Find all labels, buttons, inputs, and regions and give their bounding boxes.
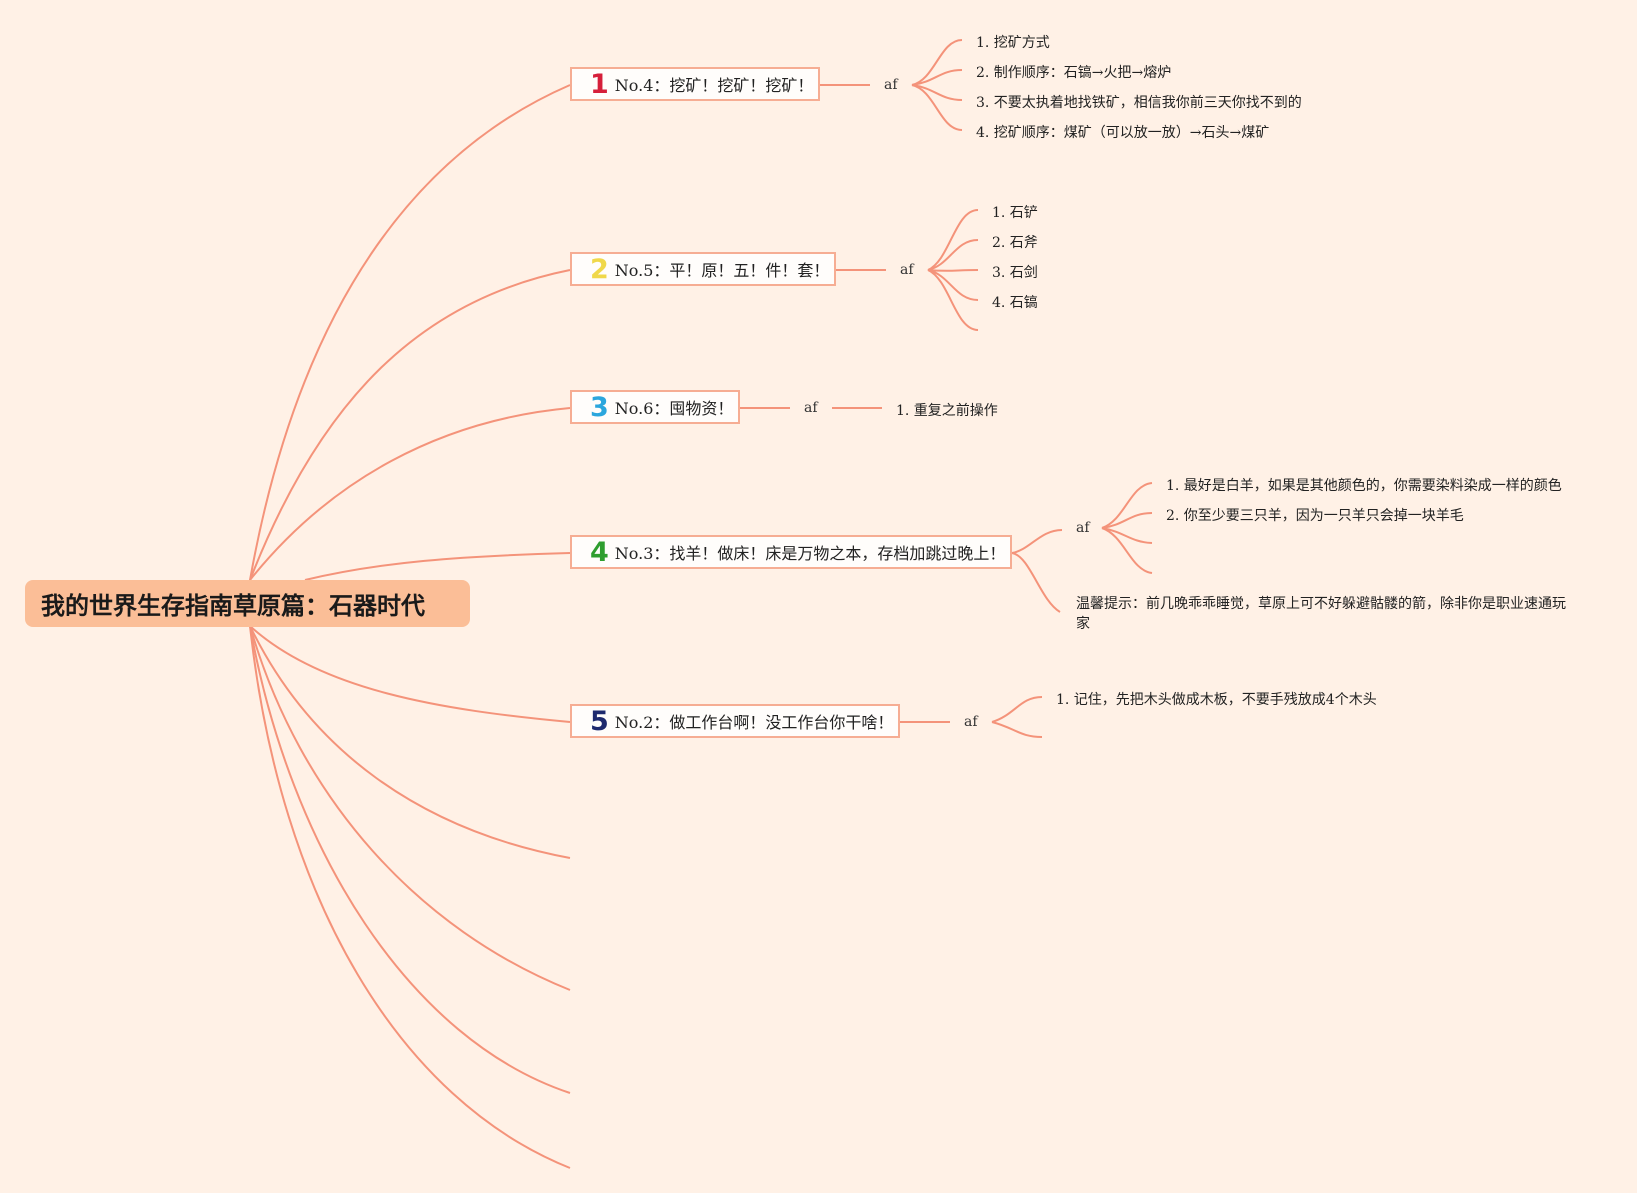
- topic-2[interactable]: 2 No.5：平！原！五！件！套！: [570, 252, 836, 286]
- topic-4-note[interactable]: 温馨提示：前几晚乖乖睡觉，草原上可不好躲避骷髅的箭，除非你是职业速通玩家: [1076, 596, 1566, 632]
- topic-number-1: 1: [590, 68, 609, 100]
- topic-4-item-1[interactable]: 1. 最好是白羊，如果是其他颜色的，你需要染料染成一样的颜色: [1166, 478, 1562, 494]
- topic-number-2: 2: [590, 253, 609, 285]
- topic-2-item-1[interactable]: 1. 石铲: [992, 205, 1038, 221]
- topic-label-5: No.2：做工作台啊！没工作台你干啥！: [614, 713, 894, 732]
- topic-label-3: No.6：囤物资！: [614, 399, 734, 418]
- topic-5-af: af: [964, 714, 978, 730]
- topic-1-item-1[interactable]: 1. 挖矿方式: [976, 35, 1050, 51]
- root-topic[interactable]: 我的世界生存指南草原篇：石器时代: [25, 580, 470, 627]
- topic-3-af: af: [804, 400, 818, 416]
- topic-2-item-3[interactable]: 3. 石剑: [992, 265, 1038, 281]
- topic-5[interactable]: 5 No.2：做工作台啊！没工作台你干啥！: [570, 704, 900, 738]
- topic-2-item-4[interactable]: 4. 石镐: [992, 295, 1038, 311]
- topic-2-af: af: [900, 262, 914, 278]
- topic-2-item-2[interactable]: 2. 石斧: [992, 235, 1038, 251]
- topic-3[interactable]: 3 No.6：囤物资！: [570, 390, 740, 424]
- root-title: 我的世界生存指南草原篇：石器时代: [41, 592, 425, 620]
- topic-number-3: 3: [590, 391, 609, 423]
- topic-1-item-2[interactable]: 2. 制作顺序：石镐→火把→熔炉: [976, 65, 1172, 81]
- topic-1-item-3[interactable]: 3. 不要太执着地找铁矿，相信我你前三天你找不到的: [976, 95, 1302, 111]
- topic-1-af: af: [884, 77, 898, 93]
- topic-4[interactable]: 4 No.3：找羊！做床！床是万物之本，存档加跳过晚上！: [570, 535, 1012, 569]
- topic-1[interactable]: 1 No.4：挖矿！挖矿！挖矿！: [570, 67, 820, 101]
- topic-label-2: No.5：平！原！五！件！套！: [614, 261, 830, 280]
- topic-number-4: 4: [590, 536, 609, 568]
- topic-label-4: No.3：找羊！做床！床是万物之本，存档加跳过晚上！: [614, 544, 1006, 563]
- topic-3-item-1[interactable]: 1. 重复之前操作: [896, 403, 998, 419]
- topic-number-5: 5: [590, 705, 609, 737]
- topic-label-1: No.4：挖矿！挖矿！挖矿！: [614, 76, 814, 95]
- topic-4-af: af: [1076, 520, 1090, 536]
- topic-4-item-2[interactable]: 2. 你至少要三只羊，因为一只羊只会掉一块羊毛: [1166, 508, 1464, 524]
- topic-1-item-4[interactable]: 4. 挖矿顺序：煤矿（可以放一放）→石头→煤矿: [976, 125, 1270, 141]
- topic-5-item-1[interactable]: 1. 记住，先把木头做成木板，不要手残放成4个木头: [1056, 692, 1377, 708]
